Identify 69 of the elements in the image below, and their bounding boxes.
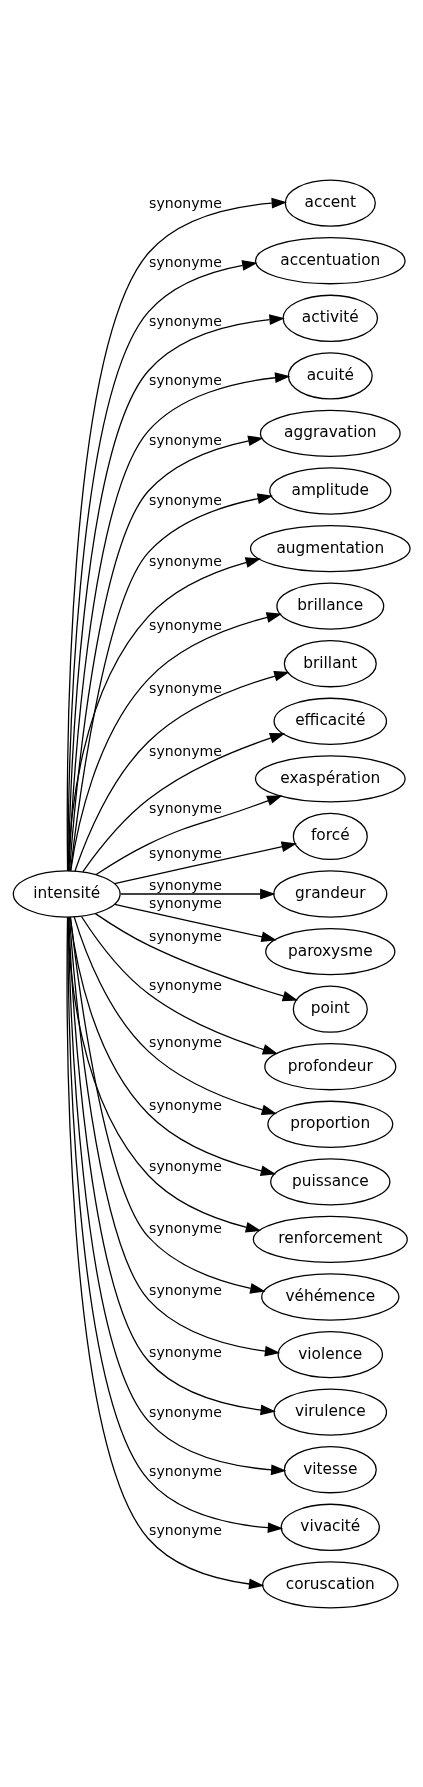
node-ellipse: grandeur [273, 869, 388, 918]
node-ellipse: profondeur [264, 1042, 397, 1090]
arrow [73, 915, 278, 1115]
edge-label: synonyme [149, 976, 222, 993]
node-ellipse: exaspération [254, 754, 406, 803]
arrow [114, 840, 297, 884]
node-ellipse: accent [284, 179, 376, 227]
arrow [67, 915, 262, 1232]
arrow [66, 197, 287, 872]
arrow [114, 903, 277, 942]
arrow [68, 435, 264, 871]
node-ellipse: augmentation [249, 524, 411, 572]
node-ellipse: violence [277, 1330, 384, 1378]
edge-label: synonyme [149, 1096, 222, 1113]
arrow [80, 915, 279, 1055]
node-ellipse: accentuation [254, 236, 406, 284]
edge-label: synonyme [149, 742, 222, 759]
node-ellipse: vivacité [280, 1503, 380, 1551]
edge-label: synonyme [149, 1521, 222, 1538]
arrow [70, 611, 282, 871]
edge-label: synonyme [149, 1281, 222, 1298]
node-ellipse: intensité [12, 869, 121, 918]
node-ellipse: virulence [273, 1387, 388, 1436]
node-ellipse: amplitude [269, 466, 392, 515]
node-ellipse: aggravation [259, 409, 401, 457]
edge-label: synonyme [149, 1462, 222, 1479]
edge-label: synonyme [149, 431, 222, 448]
edge-label: synonyme [149, 253, 222, 270]
edge-label: synonyme [149, 371, 222, 388]
arrow [69, 916, 266, 1294]
arrow [120, 888, 276, 899]
edge-label: synonyme [149, 491, 222, 508]
edge-label: synonyme [149, 799, 222, 816]
arrow [74, 670, 290, 872]
node-ellipse: véhémence [261, 1272, 400, 1321]
edge-label: synonyme [149, 876, 222, 893]
arrow [82, 732, 286, 872]
node-ellipse: acuité [287, 351, 373, 400]
node-ellipse: forcé [292, 812, 368, 860]
arrow [95, 795, 283, 875]
edge-label: synonyme [149, 1033, 222, 1050]
node-ellipse: proportion [267, 1100, 394, 1148]
edge-label: synonyme [149, 312, 222, 329]
node-ellipse: brillance [276, 582, 385, 630]
arrow [94, 912, 298, 1001]
node-ellipse: paroxysme [265, 927, 396, 975]
node-ellipse: puissance [270, 1157, 391, 1206]
node-ellipse: coruscation [262, 1560, 399, 1609]
node-ellipse: brillant [283, 639, 377, 687]
node-ellipse: renforcement [252, 1215, 408, 1263]
node-ellipse: activité [282, 294, 379, 342]
arrow [67, 556, 261, 872]
edge-label: synonyme [149, 552, 222, 569]
edge-label: synonyme [149, 894, 222, 911]
edge-label: synonyme [149, 844, 222, 861]
node-ellipse: point [292, 984, 368, 1033]
arrow [69, 492, 273, 872]
arrow [66, 916, 265, 1589]
edge-label: synonyme [149, 1157, 222, 1174]
edge-label: synonyme [149, 679, 222, 696]
edge-label: synonyme [149, 1219, 222, 1236]
node-ellipse: vitesse [283, 1445, 377, 1493]
arrow [67, 259, 258, 871]
edge-label: synonyme [149, 194, 222, 211]
edge-label: synonyme [149, 927, 222, 944]
edge-label: synonyme [149, 616, 222, 633]
edge-label: synonyme [149, 1343, 222, 1360]
node-ellipse: efficacité [273, 697, 388, 745]
edge-label: synonyme [149, 1403, 222, 1420]
